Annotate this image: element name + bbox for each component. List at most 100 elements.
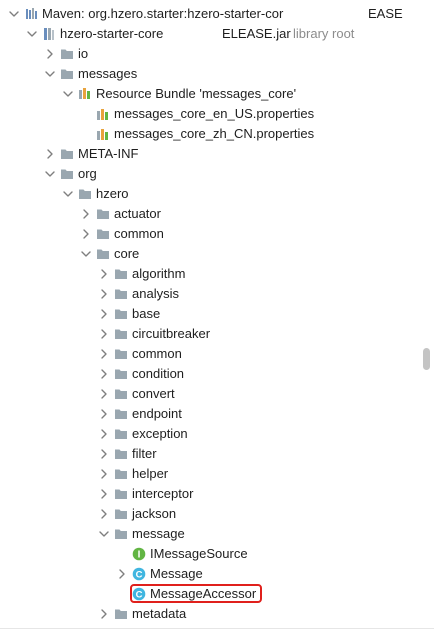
- tree-row-io[interactable]: io: [0, 44, 420, 64]
- folder-icon: [114, 507, 128, 521]
- folder-icon: [114, 327, 128, 341]
- tree-row-label: actuator: [114, 206, 161, 221]
- tree-row-jackson[interactable]: jackson: [0, 504, 420, 524]
- chevron-right-icon[interactable]: [98, 288, 110, 300]
- properties-file-icon: [96, 107, 110, 121]
- svg-text:C: C: [136, 590, 143, 601]
- folder-icon: [96, 207, 110, 221]
- chevron-right-icon[interactable]: [116, 568, 128, 580]
- chevron-right-icon[interactable]: [98, 408, 110, 420]
- folder-icon: [60, 67, 74, 81]
- chevron-right-icon[interactable]: [98, 608, 110, 620]
- chevron-down-icon[interactable]: [62, 88, 74, 100]
- chevron-right-icon[interactable]: [98, 308, 110, 320]
- vertical-scrollbar[interactable]: [423, 348, 430, 370]
- tree-row-label: MessageAccessor: [150, 586, 257, 601]
- chevron-right-icon[interactable]: [80, 228, 92, 240]
- chevron-right-icon[interactable]: [98, 468, 110, 480]
- tree-row-condition[interactable]: condition: [0, 364, 420, 384]
- class-icon: C: [132, 567, 146, 581]
- chevron-down-icon[interactable]: [62, 188, 74, 200]
- chevron-down-icon[interactable]: [44, 168, 56, 180]
- class-icon: C: [132, 587, 146, 601]
- tree-row-convert[interactable]: convert: [0, 384, 420, 404]
- chevron-right-icon[interactable]: [98, 328, 110, 340]
- chevron-right-icon[interactable]: [98, 348, 110, 360]
- chevron-right-icon[interactable]: [44, 48, 56, 60]
- folder-icon: [114, 427, 128, 441]
- tree-row-core[interactable]: core: [0, 244, 420, 264]
- tree-row-common[interactable]: common: [0, 344, 420, 364]
- tree-row-label: core: [114, 246, 140, 261]
- tree-row-label: hzero-starter-core: [60, 26, 164, 41]
- tree-row-label: io: [78, 46, 89, 61]
- folder-icon: [60, 47, 74, 61]
- tree-row-base[interactable]: base: [0, 304, 420, 324]
- folder-icon: [114, 267, 128, 281]
- tree-row-label: metadata: [132, 606, 187, 621]
- tree-row-common[interactable]: common: [0, 224, 420, 244]
- tree-row-message[interactable]: message: [0, 524, 420, 544]
- chevron-right-icon[interactable]: [98, 508, 110, 520]
- tree-row-label: Maven: org.hzero.starter:hzero-starter-c…: [42, 6, 284, 21]
- tree-row-algorithm[interactable]: algorithm: [0, 264, 420, 284]
- chevron-down-icon[interactable]: [44, 68, 56, 80]
- jar-icon: [42, 27, 56, 41]
- folder-icon: [114, 387, 128, 401]
- chevron-down-icon[interactable]: [80, 248, 92, 260]
- chevron-right-icon[interactable]: [80, 208, 92, 220]
- chevron-right-icon[interactable]: [44, 148, 56, 160]
- library-root-hint: library root: [293, 26, 355, 41]
- chevron-right-icon[interactable]: [98, 368, 110, 380]
- folder-icon: [114, 347, 128, 361]
- tree-row-actuator[interactable]: actuator: [0, 204, 420, 224]
- tree-row-label: messages: [78, 66, 138, 81]
- chevron-right-icon[interactable]: [98, 488, 110, 500]
- chevron-right-icon[interactable]: [98, 448, 110, 460]
- interface-class-icon: I: [132, 547, 146, 561]
- chevron-down-icon[interactable]: [98, 528, 110, 540]
- tree-row-maven-org-hzero-starter-hzero-starter-cor[interactable]: Maven: org.hzero.starter:hzero-starter-c…: [0, 4, 420, 24]
- tree-row-resource-bundle-messages-core[interactable]: Resource Bundle 'messages_core': [0, 84, 420, 104]
- tree-row-messages[interactable]: messages: [0, 64, 420, 84]
- tree-row-messageaccessor[interactable]: C MessageAccessor: [0, 584, 420, 604]
- tree-row-hzero[interactable]: hzero: [0, 184, 420, 204]
- tree-row-interceptor[interactable]: interceptor: [0, 484, 420, 504]
- tree-row-messages-core-en-us-properties[interactable]: messages_core_en_US.properties: [0, 104, 420, 124]
- folder-icon: [60, 147, 74, 161]
- tree-row-org[interactable]: org: [0, 164, 420, 184]
- chevron-down-icon[interactable]: [26, 28, 38, 40]
- tree-row-helper[interactable]: helper: [0, 464, 420, 484]
- tree-row-analysis[interactable]: analysis: [0, 284, 420, 304]
- tree-row-messages-core-zh-cn-properties[interactable]: messages_core_zh_CN.properties: [0, 124, 420, 144]
- tree-row-filter[interactable]: filter: [0, 444, 420, 464]
- chevron-right-icon[interactable]: [98, 428, 110, 440]
- tree-row-meta-inf[interactable]: META-INF: [0, 144, 420, 164]
- folder-icon: [114, 447, 128, 461]
- chevron-right-icon[interactable]: [98, 388, 110, 400]
- tree-row-label: base: [132, 306, 161, 321]
- tree-row-label: condition: [132, 366, 185, 381]
- chevron-right-icon[interactable]: [98, 268, 110, 280]
- folder-icon: [114, 527, 128, 541]
- tree-row-label: circuitbreaker: [132, 326, 211, 341]
- resource-bundle-icon: [78, 87, 92, 101]
- tree-row-label: endpoint: [132, 406, 182, 421]
- tree-row-label: messages_core_en_US.properties: [114, 106, 315, 121]
- folder-icon: [114, 287, 128, 301]
- tree-row-circuitbreaker[interactable]: circuitbreaker: [0, 324, 420, 344]
- chevron-down-icon[interactable]: [8, 8, 20, 20]
- tree-row-label: message: [132, 526, 185, 541]
- tree-row-endpoint[interactable]: endpoint: [0, 404, 420, 424]
- highlight-box: [130, 584, 262, 603]
- tree-row-label: analysis: [132, 286, 179, 301]
- tree-row-exception[interactable]: exception: [0, 424, 420, 444]
- tree-row-metadata[interactable]: metadata: [0, 604, 420, 624]
- folder-icon: [96, 227, 110, 241]
- tree-row-message[interactable]: C Message: [0, 564, 420, 584]
- tree-row-label: common: [114, 226, 164, 241]
- tree-row-label: Message: [150, 566, 203, 581]
